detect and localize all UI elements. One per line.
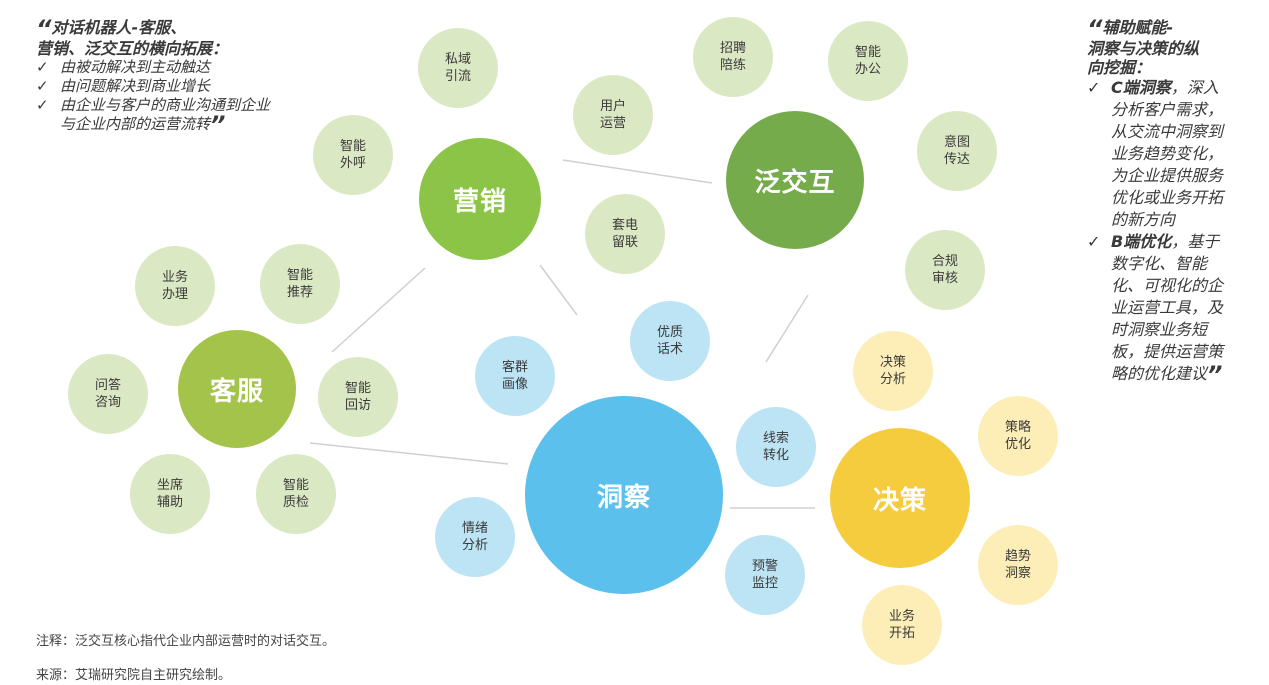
node-customer-portrait: 客群 画像 (475, 336, 555, 416)
open-quote: “ (36, 15, 52, 43)
list-item: ✓由企业与客户的商业沟通到企业与企业内部的运营流转” (36, 96, 271, 139)
node-qa-consult: 问答 咨询 (68, 354, 148, 434)
horizontal-expansion-title: “对话机器人-客服、 营销、泛交互的横向拓展： (36, 15, 229, 58)
check-icon: ✓ (36, 77, 49, 95)
horizontal-expansion-list: ✓由被动解决到主动触达 ✓由问题解决到商业增长 ✓由企业与客户的商业沟通到企业与… (36, 58, 276, 139)
node-decision: 决策 (830, 428, 970, 568)
node-business-expand: 业务 开拓 (862, 585, 942, 665)
close-quote: ” (1207, 361, 1223, 389)
check-icon: ✓ (36, 96, 49, 114)
b-end-optimize-label: B端优化 (1111, 232, 1172, 251)
list-item: ✓由被动解决到主动触达 (36, 58, 211, 76)
node-lead-conversion: 线索 转化 (736, 407, 816, 487)
node-early-warning: 预警 监控 (725, 535, 805, 615)
node-emotion-analysis: 情绪 分析 (435, 497, 515, 577)
node-intent-relay: 意图 传达 (917, 111, 997, 191)
node-marketing: 营销 (419, 138, 541, 260)
node-interaction: 泛交互 (726, 111, 864, 249)
vertical-mining-title: “辅助赋能- 洞察与决策的纵 向挖掘： (1087, 15, 1200, 77)
horizontal-expansion-box: “对话机器人-客服、 营销、泛交互的横向拓展： ✓由被动解决到主动触达 ✓由问题… (36, 15, 276, 139)
node-smart-office: 智能 办公 (828, 21, 908, 101)
vertical-mining-list: ✓C端洞察，深入分析客户需求，从交流中洞察到业务趋势变化，为企业提供服务优化或业… (1087, 77, 1232, 389)
node-compliance-review: 合规 审核 (905, 230, 985, 310)
node-smart-qc: 智能 质检 (256, 454, 336, 534)
list-item: ✓由问题解决到商业增长 (36, 77, 211, 95)
node-package-retention: 套电 留联 (585, 194, 665, 274)
c-end-insight-label: C端洞察 (1111, 78, 1171, 97)
list-item: ✓C端洞察，深入分析客户需求，从交流中洞察到业务趋势变化，为企业提供服务优化或业… (1087, 78, 1224, 229)
connector-marketing-insight (539, 264, 578, 316)
check-icon: ✓ (1087, 232, 1101, 251)
node-quality-script: 优质 话术 (630, 301, 710, 381)
close-quote: ” (210, 111, 226, 139)
open-quote: “ (1087, 15, 1103, 43)
check-icon: ✓ (1087, 78, 1101, 97)
connector-marketing-service (331, 267, 426, 353)
node-recruit-training: 招聘 陪练 (693, 17, 773, 97)
node-smart-outbound: 智能 外呼 (313, 115, 393, 195)
connector-interaction-insight (765, 294, 809, 363)
node-strategy-optimize: 策略 优化 (978, 396, 1058, 476)
check-icon: ✓ (36, 58, 49, 76)
connector-marketing-interaction (562, 159, 713, 184)
node-service: 客服 (178, 330, 296, 448)
node-business-handling: 业务 办理 (135, 246, 215, 326)
list-item: ✓B端优化，基于数字化、智能化、可视化的企业运营工具，及时洞察业务短板，提供运营… (1087, 232, 1224, 389)
node-private-domain: 私域 引流 (418, 28, 498, 108)
node-smart-callback: 智能 回访 (318, 357, 398, 437)
node-smart-recommend: 智能 推荐 (260, 244, 340, 324)
source-note: 来源：艾瑞研究院自主研究绘制。 (36, 668, 232, 683)
vertical-mining-box: “辅助赋能- 洞察与决策的纵 向挖掘： ✓C端洞察，深入分析客户需求，从交流中洞… (1087, 15, 1232, 389)
node-insight: 洞察 (525, 396, 723, 594)
node-trend-insight: 趋势 洞察 (978, 525, 1058, 605)
node-user-ops: 用户 运营 (573, 75, 653, 155)
node-decision-analysis: 决策 分析 (853, 331, 933, 411)
node-seat-assist: 坐席 辅助 (130, 454, 210, 534)
connector-service-insight (309, 442, 509, 465)
footnote: 注释：泛交互核心指代企业内部运营时的对话交互。 (36, 634, 336, 649)
